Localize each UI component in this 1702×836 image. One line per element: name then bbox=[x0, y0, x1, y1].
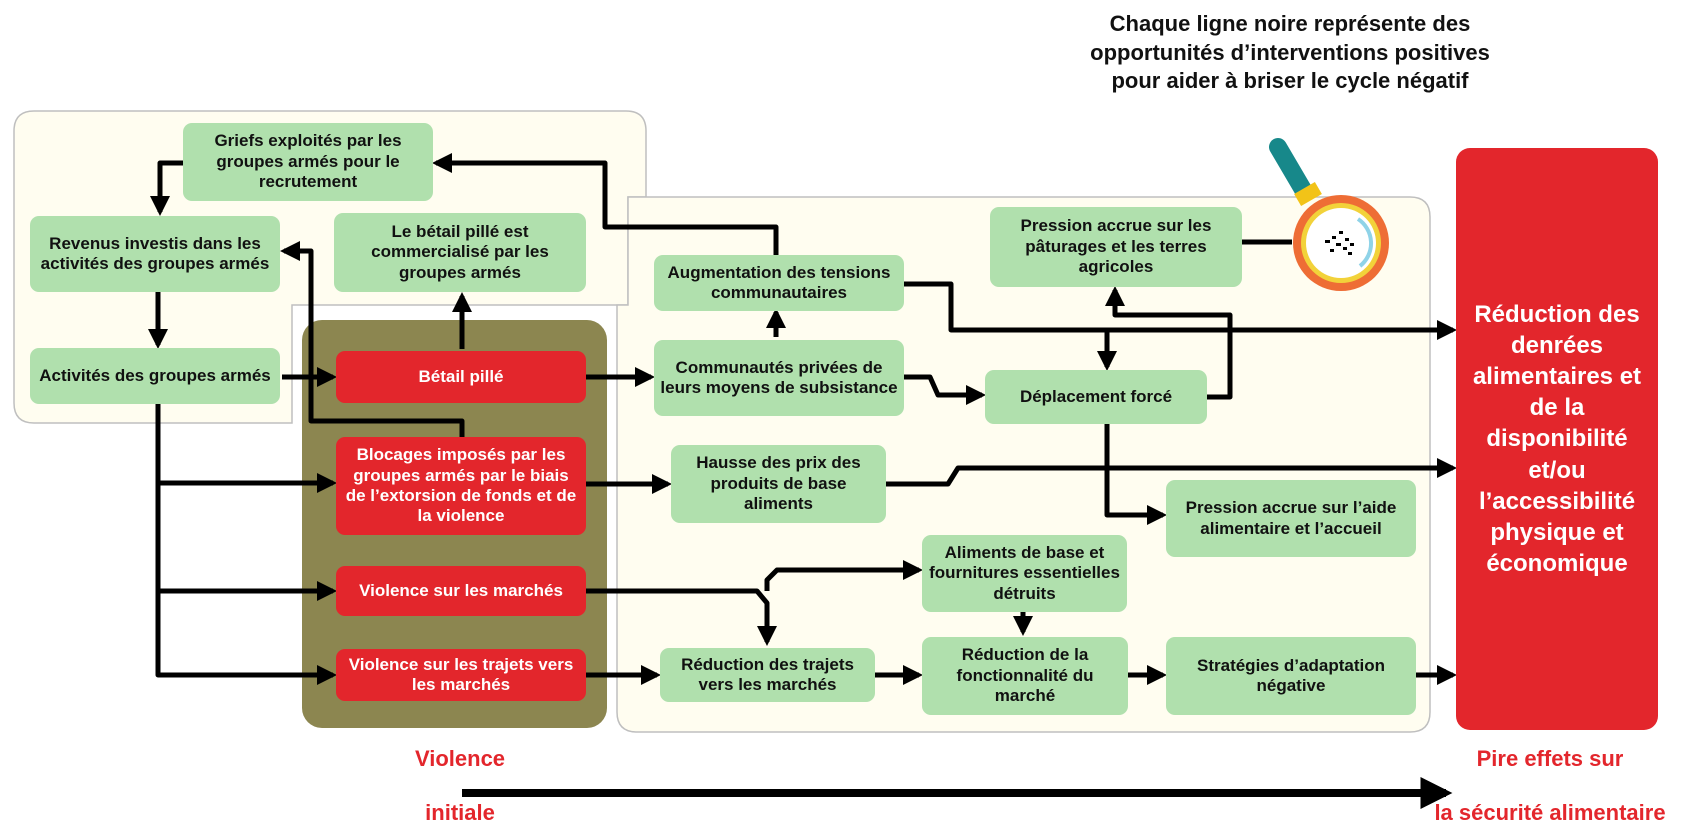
node-augmentation-tensions: Augmentation des tensions communautaires bbox=[654, 255, 904, 311]
node-reduction-fonctionnalite: Réduction de la fonctionnalité du marché bbox=[922, 637, 1128, 715]
arrow-deplacement-to-paturages bbox=[1105, 286, 1233, 400]
node-betail-commercialise: Le bétail pillé est commercialisé par le… bbox=[334, 213, 586, 292]
arrow-violence-marches-to-aliments bbox=[764, 560, 923, 591]
node-aliments-detruits: Aliments de base et fournitures essentie… bbox=[922, 535, 1127, 612]
node-revenus: Revenus investis dans les activités des … bbox=[30, 216, 280, 292]
arrow-griefs-to-revenus bbox=[150, 160, 183, 216]
timeline-end-label-2: la sécurité alimentaire bbox=[1434, 800, 1666, 825]
arrow-violence-marches-to-trajets bbox=[586, 588, 777, 646]
node-violence-trajets: Violence sur les trajets vers les marché… bbox=[336, 649, 586, 701]
timeline-end-label: Pire effets sur bbox=[1476, 746, 1624, 771]
arrow-hausse-prix-to-reduction-denrees bbox=[886, 458, 1457, 487]
intervention-note: Chaque ligne noire représente des opport… bbox=[1090, 11, 1490, 94]
node-pression-aide: Pression accrue sur l’aide alimentaire e… bbox=[1166, 480, 1416, 557]
node-activites: Activités des groupes armés bbox=[30, 348, 280, 404]
node-violence-marches: Violence sur les marchés bbox=[336, 566, 586, 616]
node-communautes-privees: Communautés privées de leurs moyens de s… bbox=[654, 340, 904, 416]
node-griefs: Griefs exploités par les groupes armés p… bbox=[183, 123, 433, 201]
node-reduction-denrees: Réduction des denrées alimentaires et de… bbox=[1456, 148, 1658, 730]
arrow-deplacement-to-aide bbox=[1104, 423, 1167, 525]
node-reduction-trajets: Réduction des trajets vers les marchés bbox=[660, 648, 875, 702]
node-blocages: Blocages imposés par les groupes armés p… bbox=[336, 437, 586, 535]
node-pression-paturages: Pression accrue sur les pâturages et les… bbox=[990, 207, 1242, 287]
node-strategies: Stratégies d’adaptation négative bbox=[1166, 637, 1416, 715]
arrow-blocages-to-revenus bbox=[280, 241, 465, 437]
arrow-tensions-to-griefs bbox=[432, 153, 779, 255]
timeline-start-label: Violence bbox=[414, 746, 506, 771]
node-betail-pille: Bétail pillé bbox=[336, 351, 586, 403]
arrow-tensions-to-deplacement bbox=[904, 281, 1117, 371]
arrow-communautes-to-deplacement bbox=[904, 374, 986, 405]
node-hausse-prix: Hausse des prix des produits de base ali… bbox=[671, 445, 886, 523]
timeline-start-label-2: initiale bbox=[425, 800, 495, 825]
arrow-activites-to-violence-trajets bbox=[155, 591, 337, 685]
armed-groups-region bbox=[13, 110, 647, 424]
node-deplacement: Déplacement forcé bbox=[985, 370, 1207, 424]
